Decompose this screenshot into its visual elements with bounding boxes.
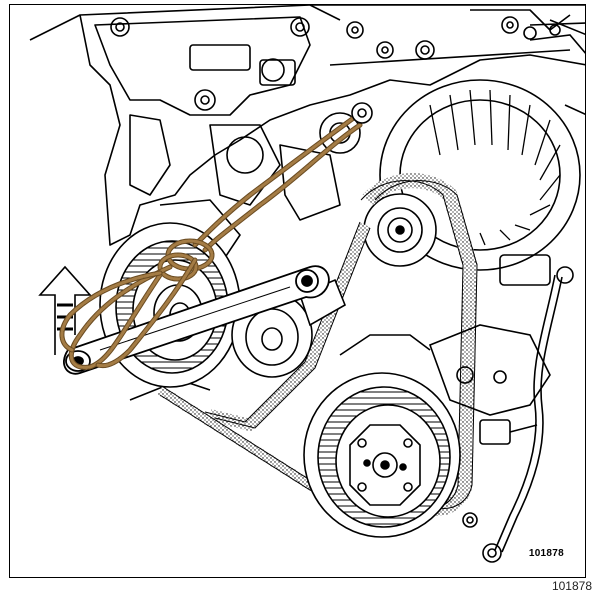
engine-accessory-drive-drawing <box>29 5 585 563</box>
figure-reference-inner: 101878 <box>528 548 564 559</box>
rope <box>59 114 363 370</box>
engine-illustration-frame: 101878 <box>9 4 586 578</box>
figure-reference-outer: 101878 <box>551 579 592 593</box>
wiring-harness <box>428 274 563 563</box>
anchor-bolt <box>351 102 373 124</box>
compressor-pulley <box>303 372 478 538</box>
alternator-pulley <box>363 193 437 267</box>
